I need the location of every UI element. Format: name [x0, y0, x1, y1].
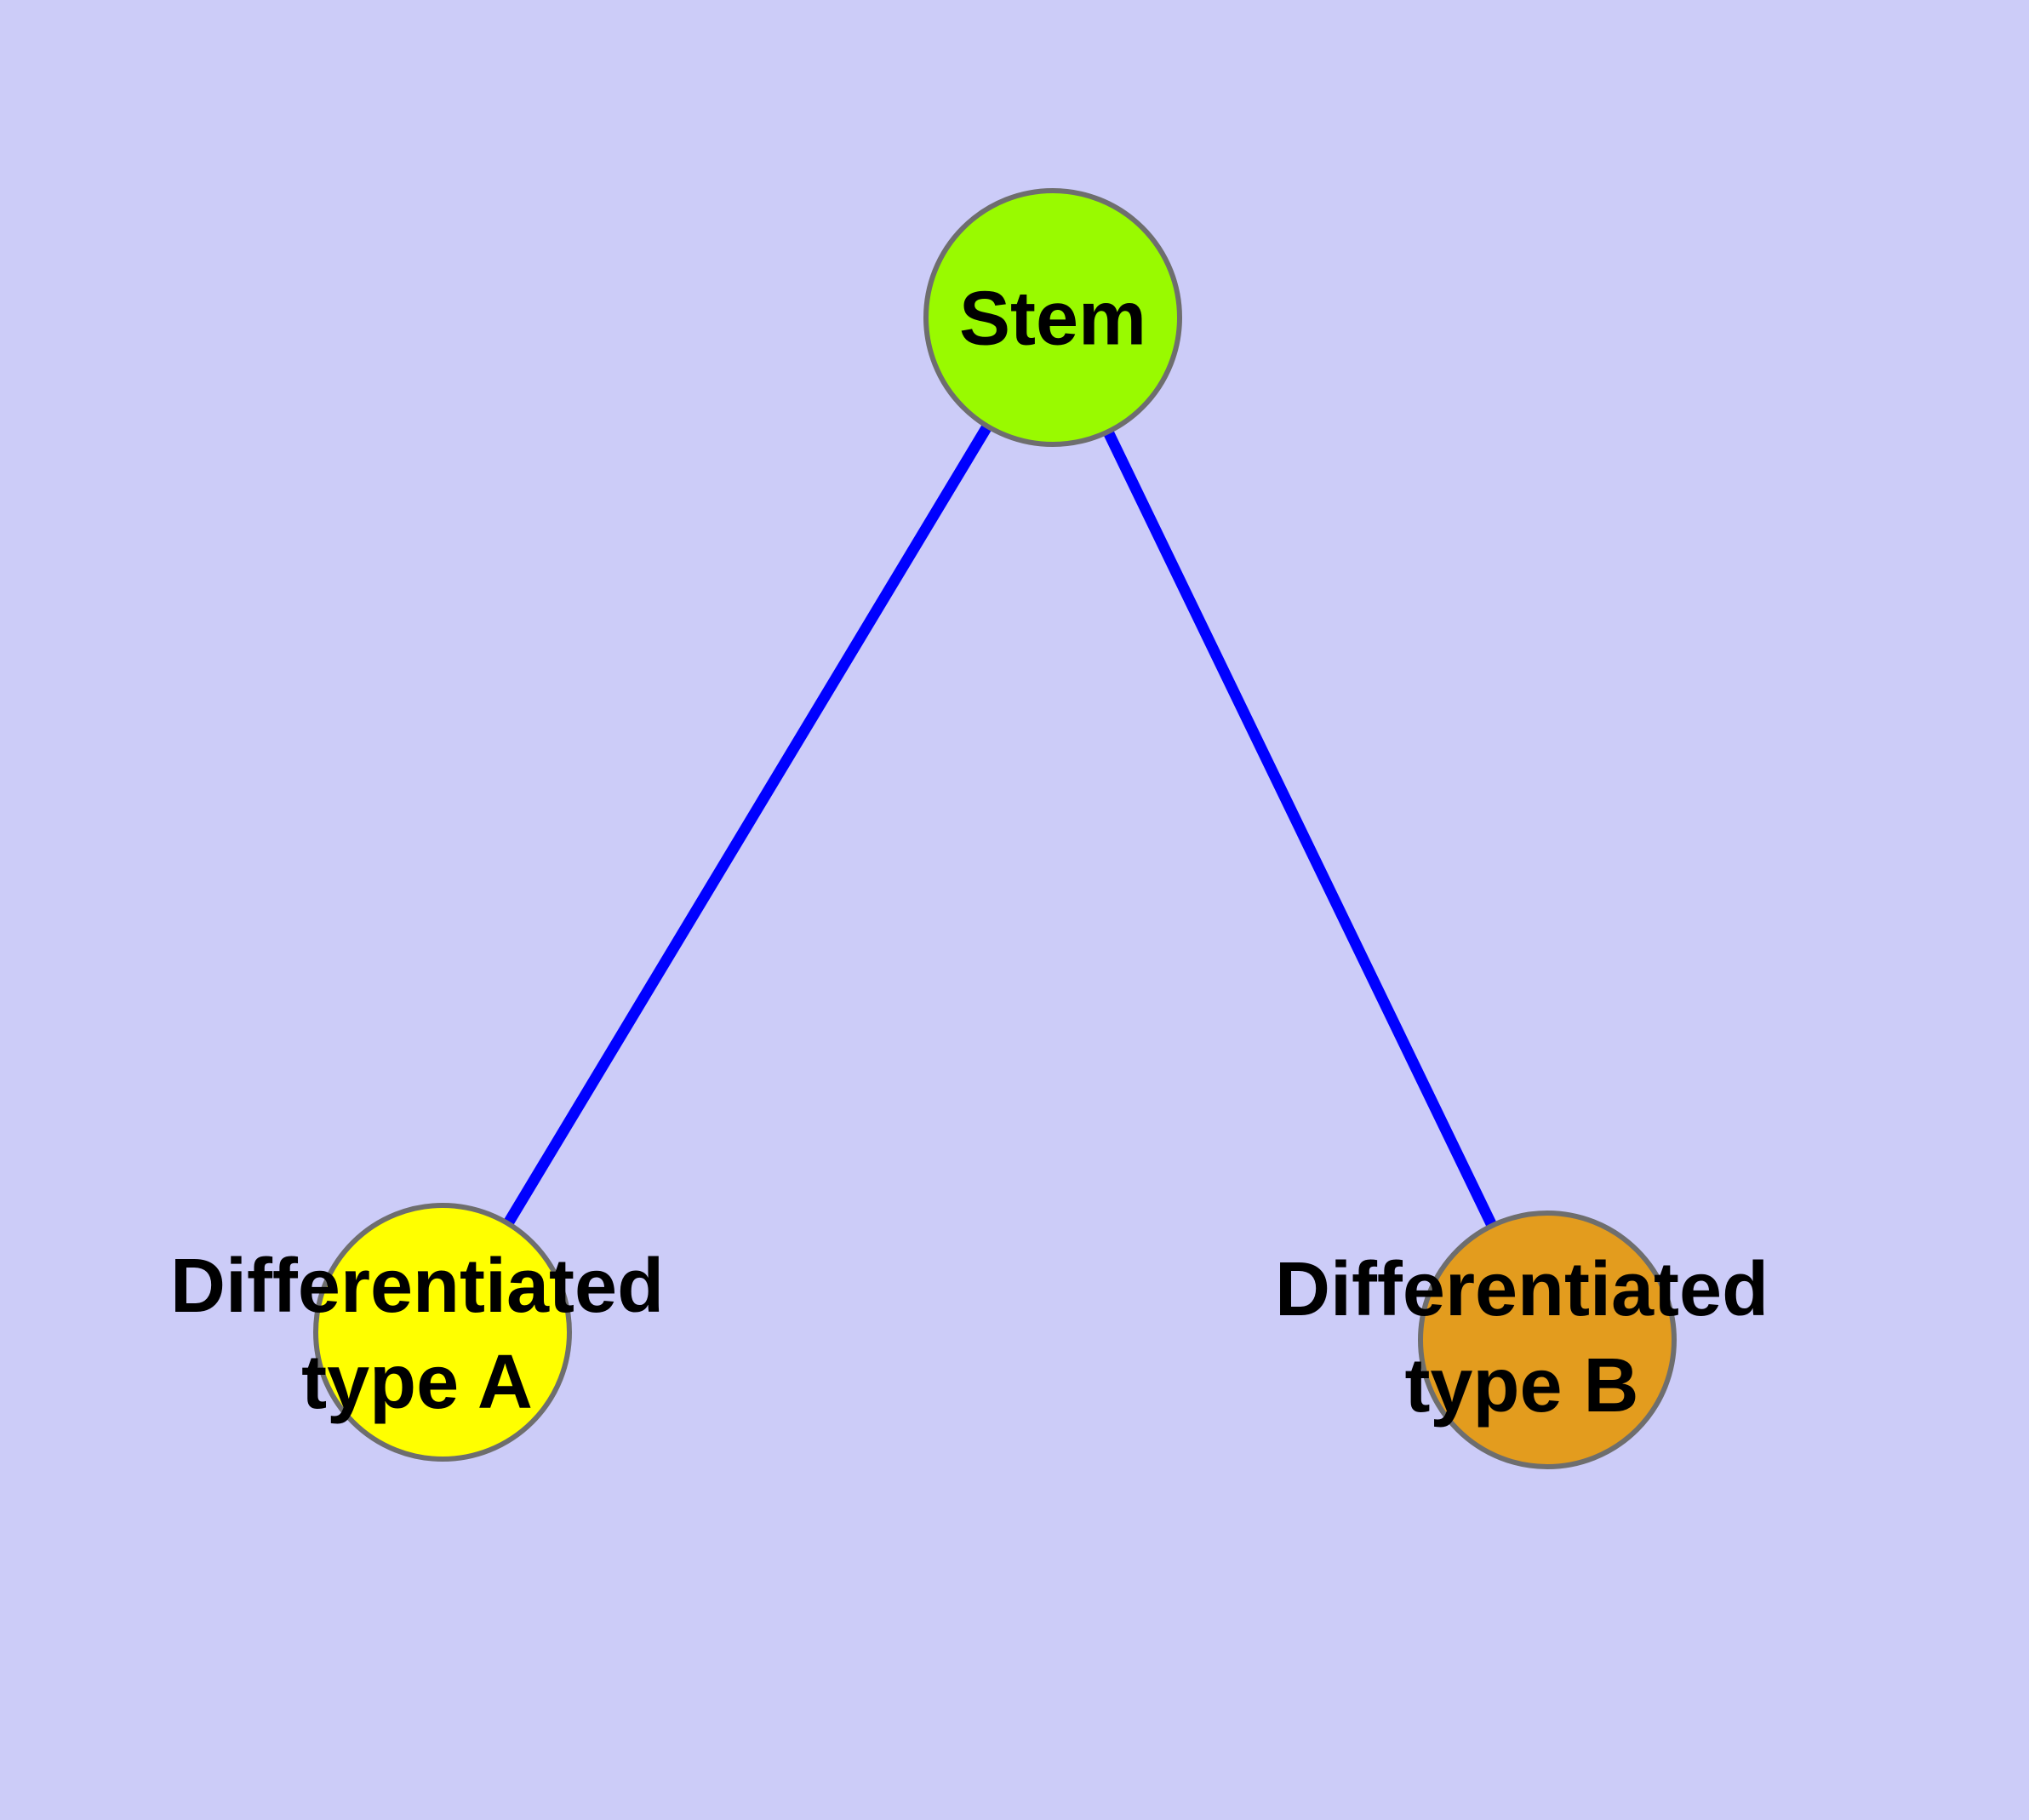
node-label-line: Stem [958, 276, 1147, 362]
edge-stem-differentiated-type-a [437, 314, 1058, 1336]
node-label-line: type B [1404, 1343, 1639, 1428]
node-label-line: Differentiated [1274, 1247, 1769, 1332]
node-differentiated-type-a-circle [313, 1203, 572, 1462]
node-label-stem: Stem [959, 272, 1146, 368]
node-label-line: type A [301, 1340, 533, 1425]
node-differentiated-type-b-circle [1418, 1210, 1677, 1469]
node-label-line: Differentiated [169, 1244, 665, 1329]
edge-stem-differentiated-type-b [1048, 315, 1552, 1342]
node-label-differentiated-type-b: Differentiated type B [1275, 1242, 1769, 1434]
node-label-differentiated-type-a: Differentiated type A [170, 1239, 664, 1431]
node-stem-circle [923, 188, 1182, 447]
